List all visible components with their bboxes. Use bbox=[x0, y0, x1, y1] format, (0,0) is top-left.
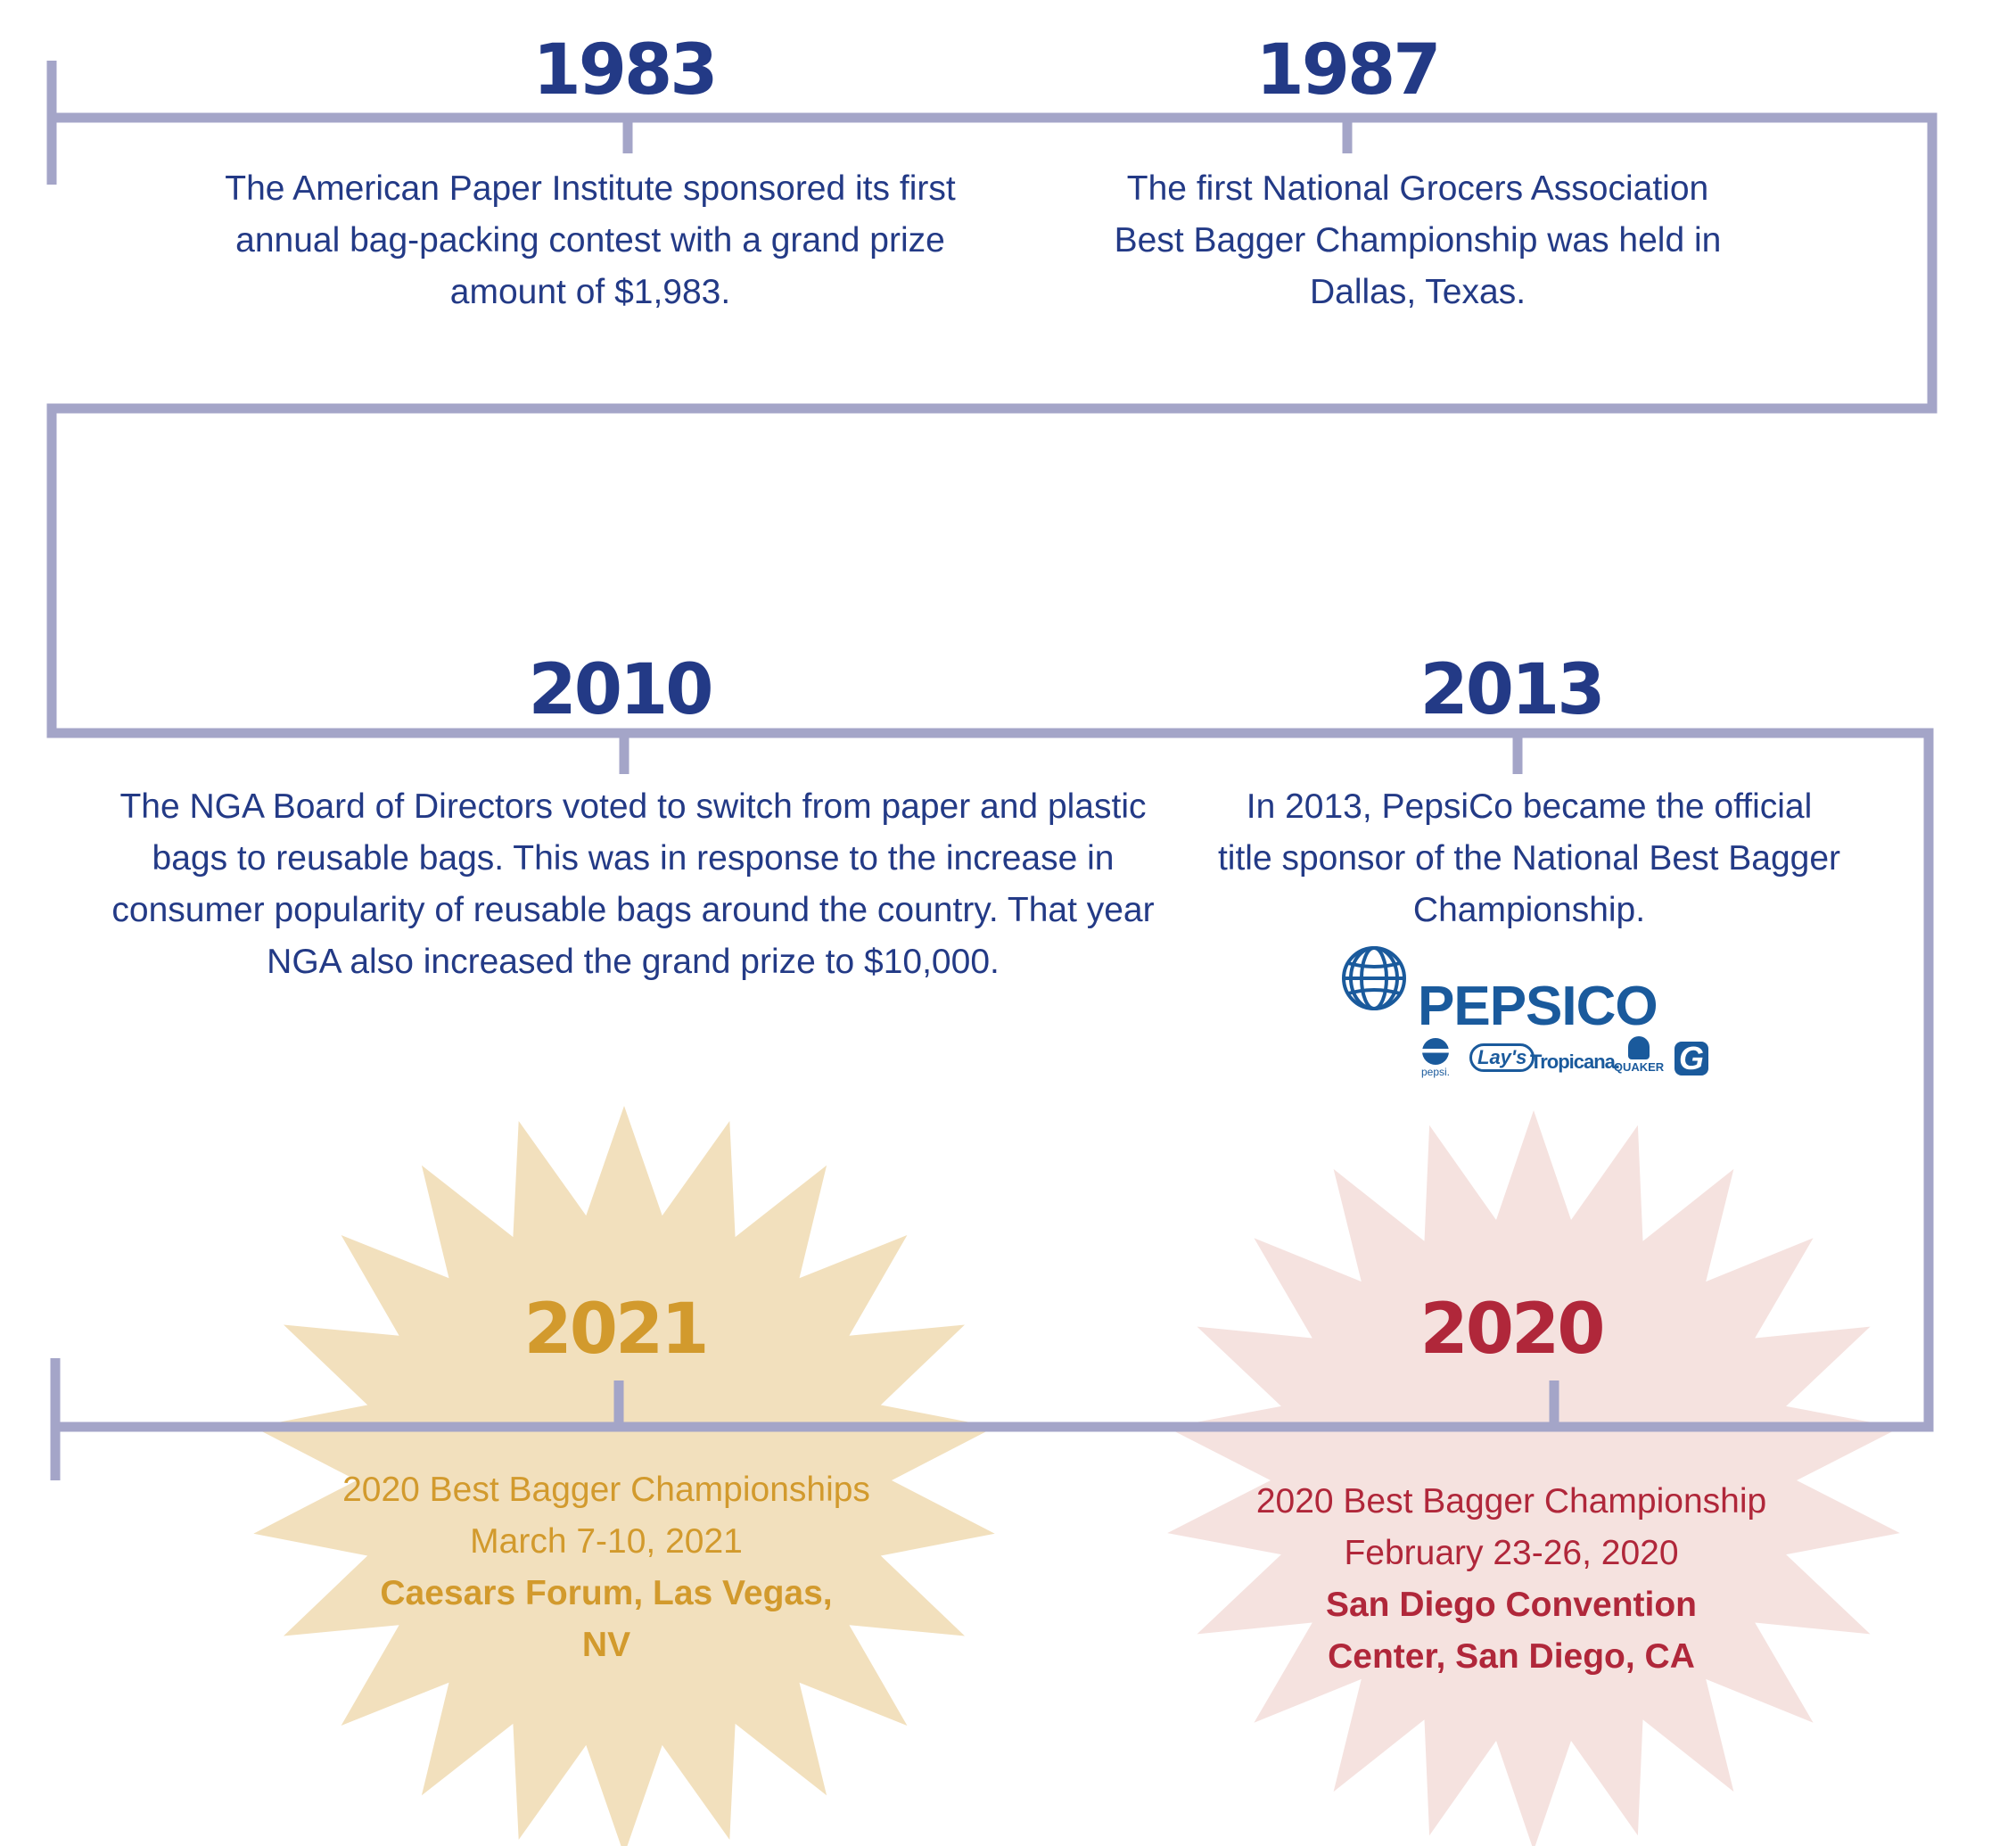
year-2021: 2021 bbox=[523, 1290, 709, 1370]
quaker-icon bbox=[1628, 1036, 1650, 1059]
brand-quaker-label: QUAKER bbox=[1613, 1060, 1665, 1074]
event-2021-venue-line: NV bbox=[581, 1626, 631, 1664]
event-2020-venue-line: Center, San Diego, CA bbox=[1328, 1637, 1695, 1676]
event-2013-description: In 2013, PepsiCo became the official tit… bbox=[1128, 781, 1930, 936]
timeline-connector bbox=[46, 112, 1938, 1432]
year-2020: 2020 bbox=[1419, 1290, 1605, 1370]
pepsi-icon bbox=[1422, 1038, 1449, 1065]
event-2020-venue: San Diego Convention Center, San Diego, … bbox=[1244, 1579, 1779, 1683]
event-2021-venue: Caesars Forum, Las Vegas, NV bbox=[339, 1568, 874, 1671]
event-1987-line: The first National Grocers Association bbox=[1126, 169, 1709, 208]
brand-tropicana: Tropicana. bbox=[1530, 1051, 1620, 1073]
year-1987: 1987 bbox=[1255, 30, 1441, 111]
event-1987-description: The first National Grocers Association B… bbox=[972, 163, 1864, 318]
starburst-2020 bbox=[1167, 1110, 1900, 1846]
year-2010: 2010 bbox=[528, 650, 713, 730]
event-2021-dates: March 7-10, 2021 bbox=[470, 1522, 743, 1561]
event-2021-title: 2020 Best Bagger Championships bbox=[342, 1471, 870, 1509]
event-2010-line: NGA also increased the grand prize to $1… bbox=[267, 943, 1000, 981]
event-2013-line: Championship. bbox=[1412, 891, 1646, 929]
event-2010-line: consumer popularity of reusable bags aro… bbox=[111, 891, 1155, 929]
event-1987-line: Dallas, Texas. bbox=[1309, 273, 1526, 311]
event-2020-venue-line: San Diego Convention bbox=[1325, 1586, 1697, 1624]
brand-gatorade: G bbox=[1675, 1042, 1709, 1075]
globe-icon bbox=[1342, 946, 1406, 1010]
event-2013-line: title sponsor of the National Best Bagge… bbox=[1217, 839, 1841, 878]
event-2021-venue-line: Caesars Forum, Las Vegas, bbox=[380, 1574, 833, 1612]
event-2010-line: bags to reusable bags. This was in respo… bbox=[152, 839, 1115, 878]
year-2013: 2013 bbox=[1419, 650, 1605, 730]
brand-lays: Lay's bbox=[1469, 1043, 1535, 1072]
brand-pepsi: pepsi. bbox=[1419, 1038, 1452, 1077]
event-1983-line: annual bag-packing contest with a grand … bbox=[235, 221, 945, 260]
event-2020-dates: February 23-26, 2020 bbox=[1344, 1534, 1679, 1572]
event-2010-line: The NGA Board of Directors voted to swit… bbox=[119, 787, 1147, 826]
event-2013-line: In 2013, PepsiCo became the official bbox=[1246, 787, 1813, 826]
event-2020-title: 2020 Best Bagger Championship bbox=[1255, 1482, 1767, 1520]
event-1987-line: Best Bagger Championship was held in bbox=[1114, 221, 1722, 260]
event-1983-line: The American Paper Institute sponsored i… bbox=[225, 169, 956, 208]
brand-pepsi-label: pepsi. bbox=[1420, 1066, 1451, 1078]
event-1983-line: amount of $1,983. bbox=[449, 273, 731, 311]
starburst-2021 bbox=[253, 1106, 995, 1846]
brand-quaker: QUAKER bbox=[1612, 1036, 1666, 1073]
event-2020-details: 2020 Best Bagger Championship February 2… bbox=[1244, 1476, 1779, 1683]
event-1983-description: The American Paper Institute sponsored i… bbox=[144, 163, 1036, 318]
event-2021-details: 2020 Best Bagger Championships March 7-1… bbox=[339, 1464, 874, 1671]
event-2010-description: The NGA Board of Directors voted to swit… bbox=[98, 781, 1168, 988]
year-1983: 1983 bbox=[532, 30, 718, 111]
pepsico-wordmark: PEPSICO bbox=[1418, 976, 1658, 1037]
